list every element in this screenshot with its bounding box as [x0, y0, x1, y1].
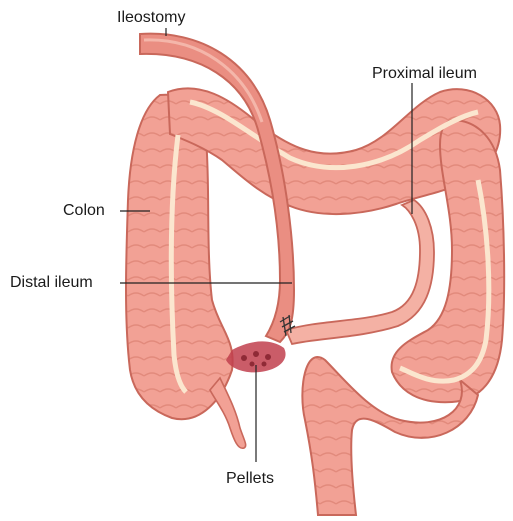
label-pellets: Pellets [226, 470, 274, 488]
proximal-ileum [286, 200, 434, 344]
colon-shape [126, 88, 504, 515]
label-ileostomy: Ileostomy [117, 9, 185, 27]
label-distal-ileum: Distal ileum [10, 274, 93, 292]
appendix [210, 378, 246, 448]
label-proximal-ileum: Proximal ileum [372, 65, 477, 83]
label-colon: Colon [63, 202, 105, 220]
